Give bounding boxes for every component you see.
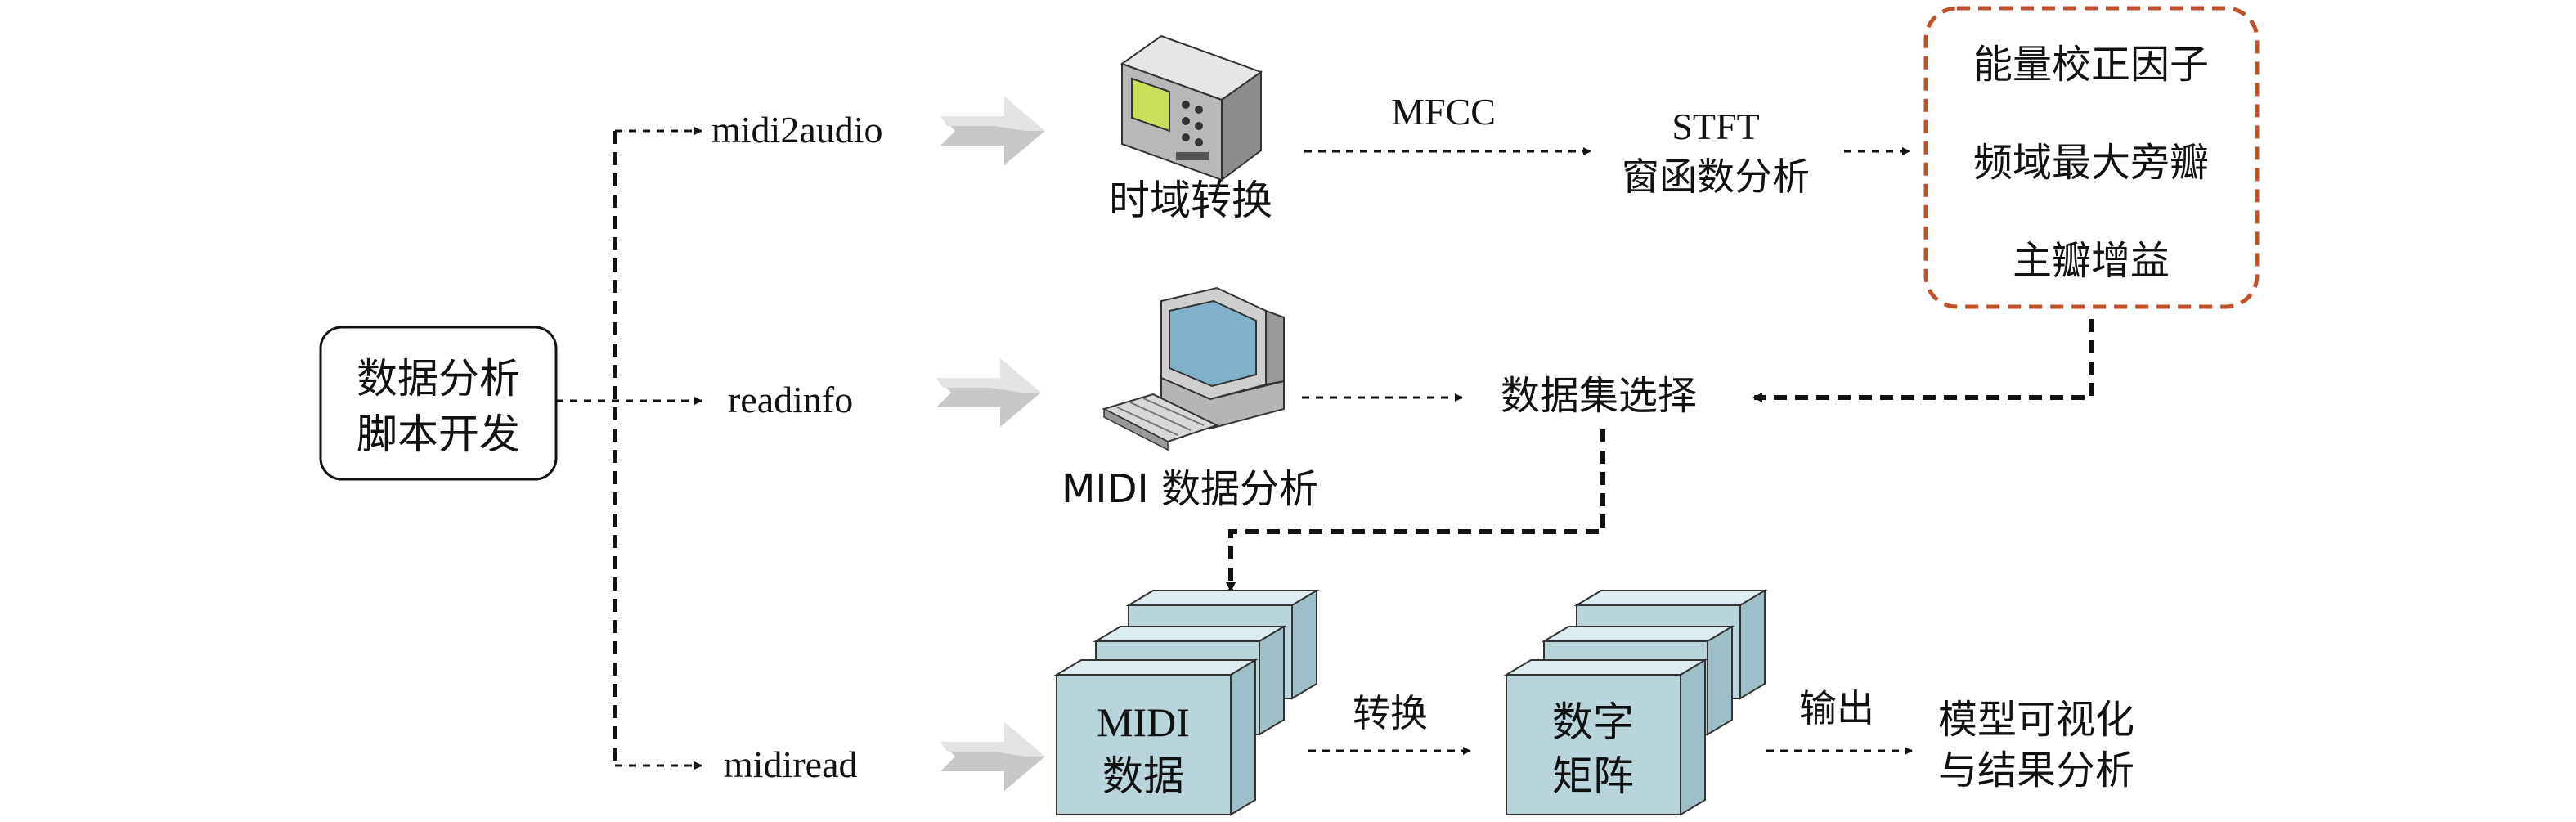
branch-connectors	[556, 127, 702, 770]
computer-icon	[1102, 286, 1285, 451]
time-domain-label: 时域转换	[1109, 177, 1272, 224]
parameters-box: 能量校正因子 频域最大旁瓣 主瓣增益	[1923, 6, 2260, 309]
branch-label-midiread: midiread	[724, 743, 858, 785]
dataset-selection-label: 数据集选择	[1501, 373, 1697, 419]
stft-label: STFT	[1672, 106, 1759, 147]
param-max-sidelobe: 频域最大旁瓣	[1973, 140, 2209, 186]
param-energy-correction: 能量校正因子	[1973, 42, 2209, 88]
result-line2: 与结果分析	[1938, 748, 2134, 793]
midi-analysis-label: MIDI 数据分析	[1061, 466, 1318, 512]
gray-arrow-icon	[940, 97, 1045, 165]
midi-data-line2: 数据	[1102, 752, 1184, 800]
output-label: 输出	[1799, 686, 1874, 730]
matrix-line1: 数字	[1552, 698, 1634, 746]
midi-data-block: MIDI 数据	[1053, 589, 1320, 816]
window-function-label: 窗函数分析	[1622, 155, 1810, 199]
mfcc-label: MFCC	[1391, 91, 1496, 133]
gray-arrow-icon	[940, 722, 1045, 791]
branch-label-midi2audio: midi2audio	[711, 109, 883, 150]
digital-matrix-block: 数字 矩阵	[1503, 589, 1768, 816]
oscilloscope-icon	[1120, 34, 1263, 182]
gray-arrow-icon	[936, 358, 1041, 427]
convert-label: 转换	[1353, 691, 1428, 735]
source-box-line1: 数据分析	[357, 355, 520, 402]
param-mainlobe-gain: 主瓣增益	[2013, 238, 2170, 284]
source-box: 数据分析 脚本开发	[319, 326, 558, 481]
source-box-line2: 脚本开发	[357, 411, 520, 458]
branch-label-readinfo: readinfo	[728, 379, 853, 420]
result-line1: 模型可视化	[1938, 697, 2134, 743]
matrix-line2: 矩阵	[1552, 752, 1634, 800]
midi-data-line1: MIDI	[1097, 699, 1190, 745]
